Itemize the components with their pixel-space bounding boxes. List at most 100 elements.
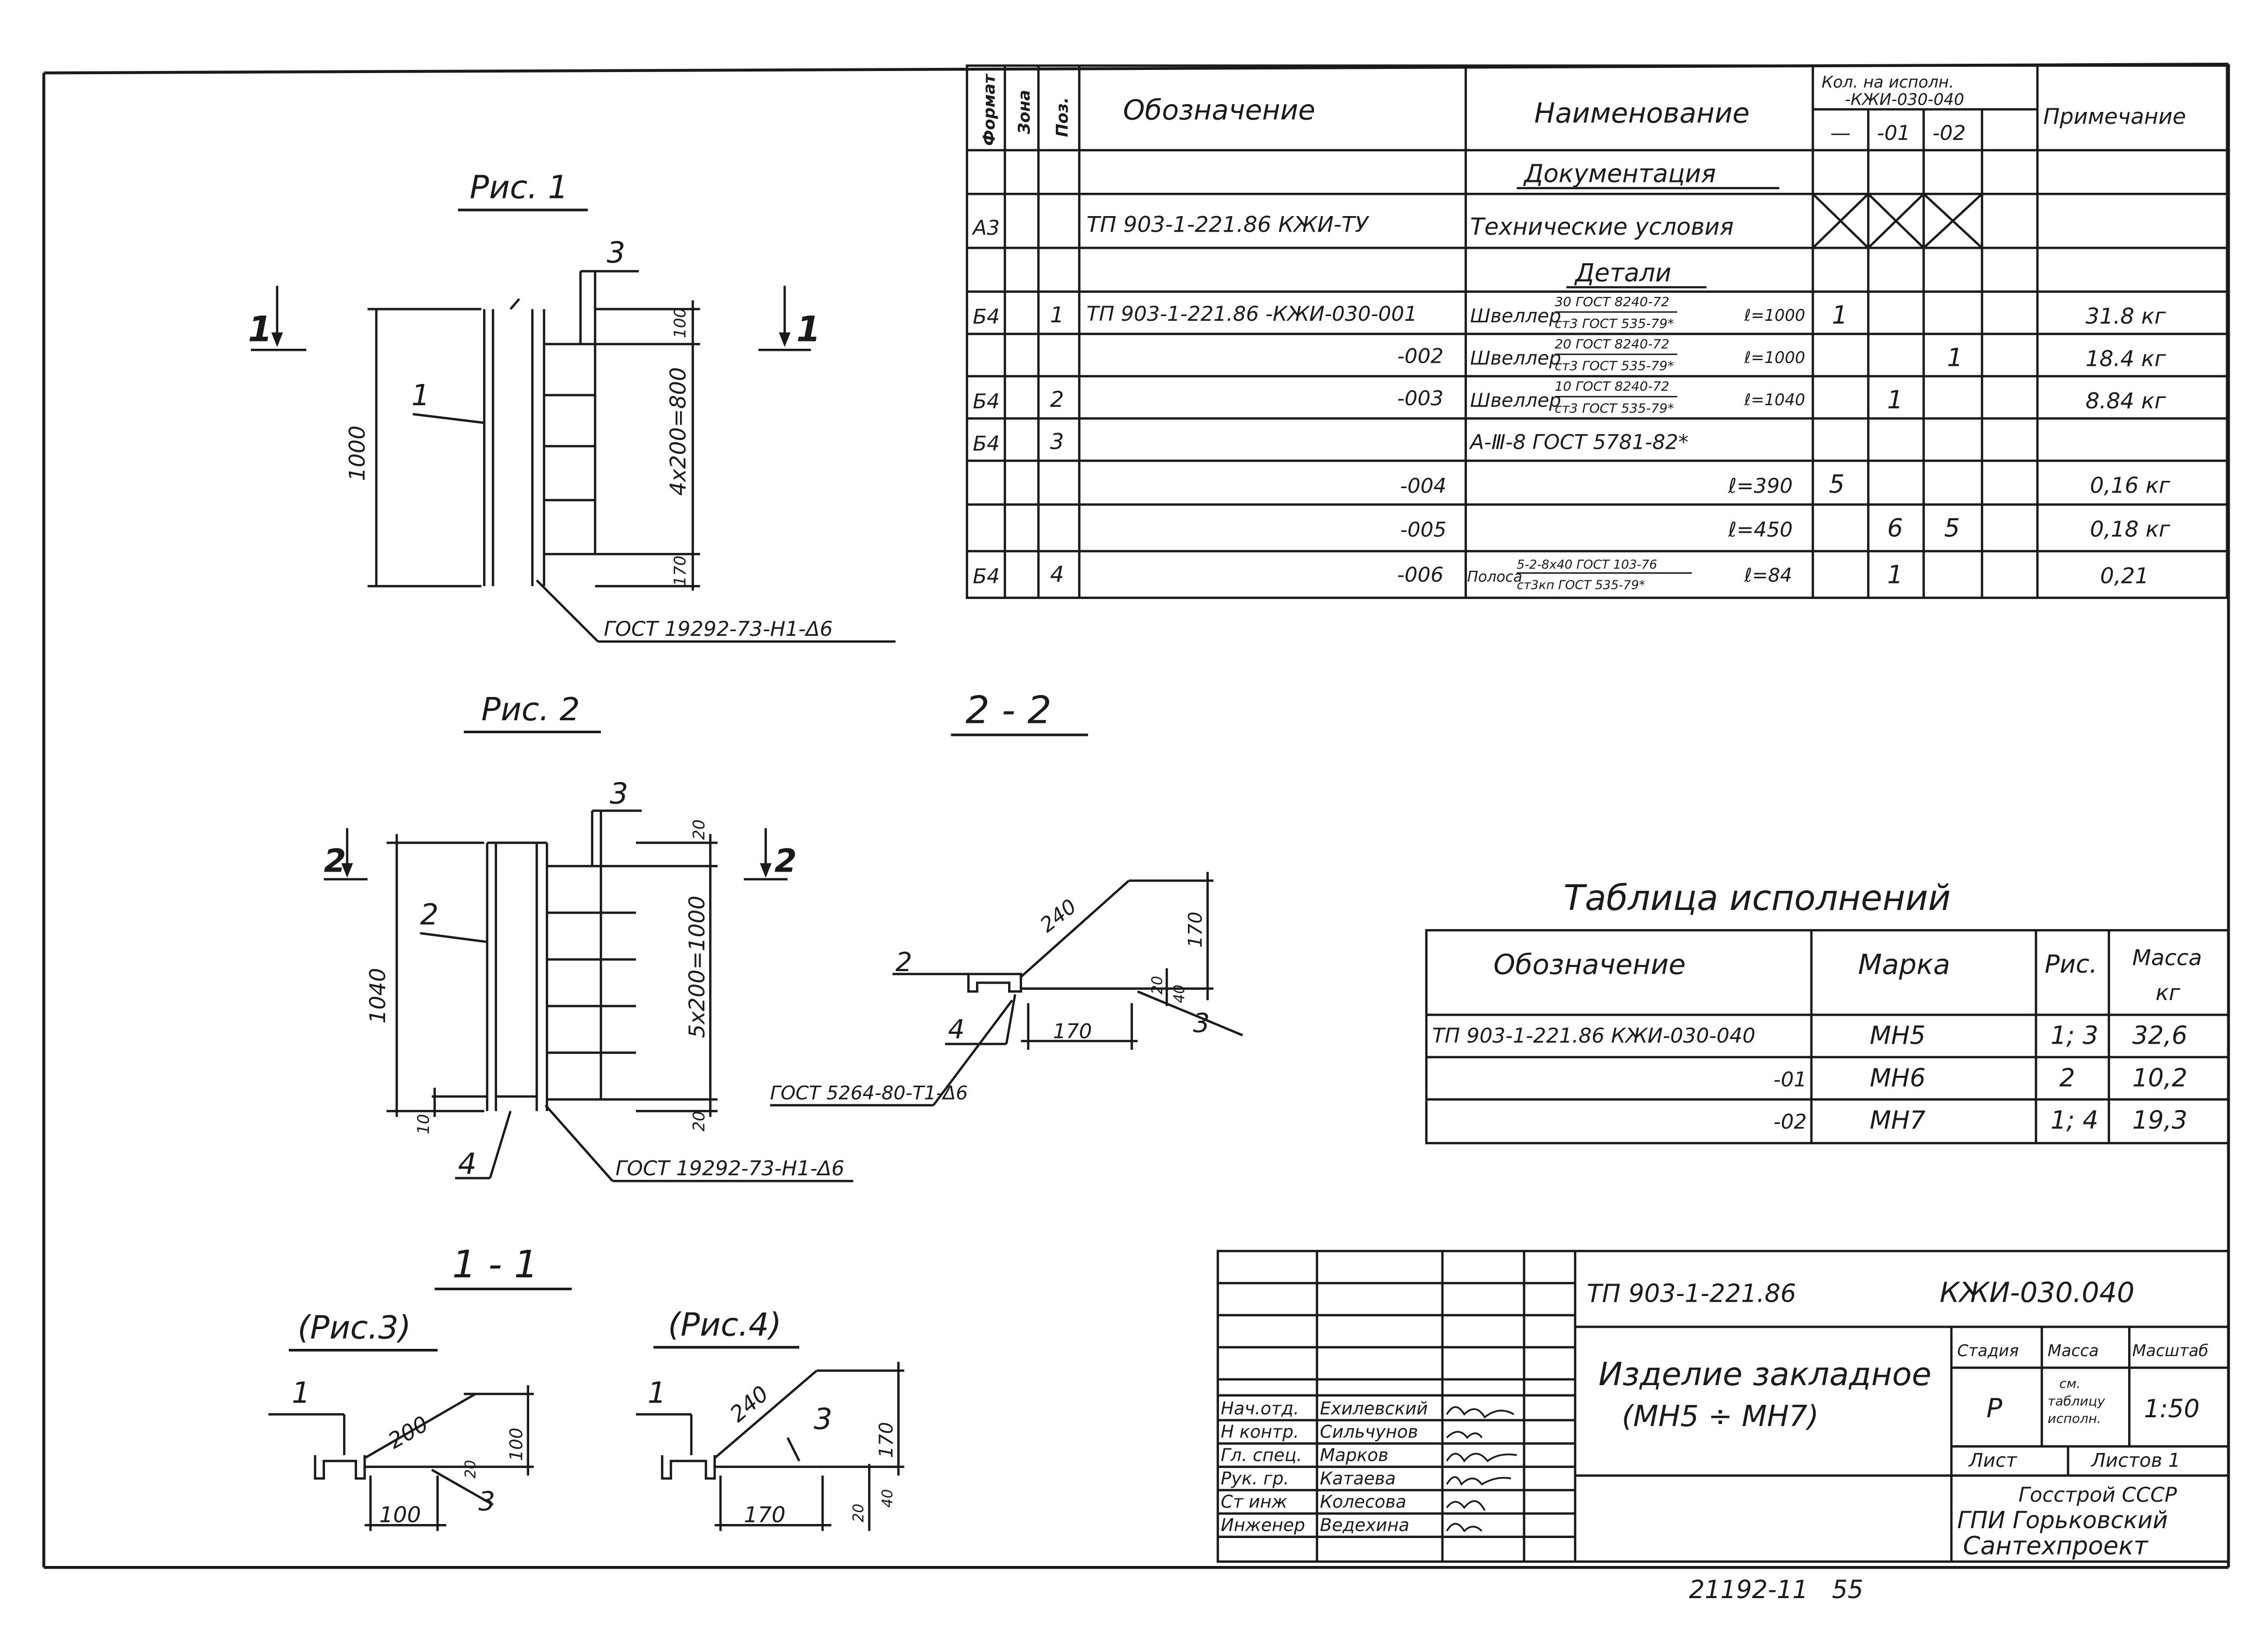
stamp-sheet-label: Лист bbox=[1968, 1449, 2018, 1472]
signer-name: Катаева bbox=[1320, 1468, 1396, 1488]
figure-3-title: (Рис.3) bbox=[298, 1309, 411, 1346]
cut-marker-1-right: 1 bbox=[796, 308, 820, 349]
dim-240: 240 bbox=[725, 1381, 773, 1427]
signatures bbox=[1446, 1406, 1517, 1533]
row-length: ℓ=450 bbox=[1728, 518, 1792, 542]
dim-20: 20 bbox=[462, 1460, 479, 1478]
row-name: Технические условия bbox=[1470, 213, 1734, 240]
pos-4-label: 4 bbox=[948, 1014, 965, 1044]
dim-offset-10: 10 bbox=[414, 1114, 433, 1134]
spec-header-qty-2: -01 bbox=[1877, 121, 1910, 145]
row-format: Б4 bbox=[973, 390, 1000, 414]
pos-1-label: 1 bbox=[292, 1376, 310, 1410]
pos-3-label: 3 bbox=[1193, 1008, 1210, 1038]
variant-designation: -01 bbox=[1774, 1067, 1807, 1091]
row-pos: 1 bbox=[1050, 302, 1064, 327]
dim-20: 20 bbox=[850, 1504, 867, 1522]
pos-4-label: 4 bbox=[458, 1147, 477, 1181]
signer-name: Ехилевский bbox=[1320, 1398, 1428, 1418]
spec-header-qty-code: -КЖИ-030-040 bbox=[1845, 91, 1964, 109]
section-1-1-title: 1 - 1 bbox=[452, 1243, 538, 1287]
row-frac-bottom: ст3 ГОСТ 535-79* bbox=[1555, 316, 1674, 331]
dim-40: 40 bbox=[1171, 985, 1188, 1003]
spec-header-designation: Обозначение bbox=[1123, 94, 1315, 126]
row-length: ℓ=1040 bbox=[1744, 391, 1805, 409]
spec-header-zone: Зона bbox=[1015, 90, 1034, 135]
row-frac-top: 5-2-8х40 ГОСТ 103-76 bbox=[1517, 557, 1657, 572]
spec-header-note: Примечание bbox=[2043, 104, 2186, 129]
spec-header-pos: Поз. bbox=[1053, 97, 1072, 137]
variant-fig: 2 bbox=[2059, 1064, 2075, 1092]
row-designation: -002 bbox=[1397, 345, 1443, 368]
variant-mass: 32,6 bbox=[2132, 1022, 2188, 1050]
row-note: 31.8 кг bbox=[2086, 304, 2167, 329]
pos-3-label: 3 bbox=[607, 236, 626, 269]
row-frac-bottom: ст3кп ГОСТ 535-79* bbox=[1517, 578, 1645, 592]
variants-header-mass: Масса bbox=[2132, 945, 2202, 971]
row-designation: -006 bbox=[1397, 563, 1443, 587]
dim-170-horiz: 170 bbox=[744, 1502, 786, 1528]
dim-height-1040: 1040 bbox=[365, 968, 390, 1023]
footer-number: 21192-11 55 bbox=[1689, 1576, 1863, 1604]
row-format: Б4 bbox=[973, 565, 1000, 589]
variant-fig: 1; 4 bbox=[2050, 1106, 2098, 1135]
figure-4-title: (Рис.4) bbox=[668, 1306, 782, 1343]
stamp-stage: Р bbox=[1986, 1393, 2002, 1423]
dim-170-vert: 170 bbox=[1184, 912, 1207, 948]
spec-header-qty-1: — bbox=[1830, 121, 1850, 145]
dim-170-vert: 170 bbox=[875, 1422, 897, 1458]
pos-2-label: 2 bbox=[420, 898, 438, 932]
cut-marker-1-left: 1 bbox=[248, 308, 272, 349]
pos-1-label: 1 bbox=[412, 379, 430, 412]
row-frac-bottom: ст3 ГОСТ 535-79* bbox=[1555, 358, 1674, 374]
dim-rebar-800: 4х200=800 bbox=[666, 367, 691, 495]
row-frac-top: 30 ГОСТ 8240-72 bbox=[1555, 294, 1669, 309]
signer-role: Инженер bbox=[1221, 1515, 1305, 1535]
row-length: ℓ=84 bbox=[1744, 564, 1792, 587]
dim-rebar-1000: 5х200=1000 bbox=[684, 895, 710, 1038]
spec-header-qty: Кол. на исполн. bbox=[1822, 73, 1954, 92]
signer-role: Рук. гр. bbox=[1221, 1468, 1289, 1488]
stamp-mass-line2: таблицу bbox=[2048, 1393, 2106, 1408]
row-qty: 1 bbox=[1832, 302, 1847, 330]
signer-name: Сильчунов bbox=[1320, 1421, 1418, 1442]
variant-fig: 1; 3 bbox=[2050, 1022, 2098, 1050]
row-note: 18.4 кг bbox=[2086, 346, 2167, 371]
stamp-title-line2: (МН5 ÷ МН7) bbox=[1622, 1400, 1819, 1433]
variant-designation: ТП 903-1-221.86 КЖИ-030-040 bbox=[1432, 1024, 1756, 1048]
row-frac-bottom: ст3 ГОСТ 535-79* bbox=[1555, 400, 1674, 416]
dim-20: 20 bbox=[1149, 976, 1166, 994]
variants-header-mark: Марка bbox=[1858, 948, 1950, 981]
spec-header-name: Наименование bbox=[1534, 96, 1749, 129]
variants-header-fig: Рис. bbox=[2045, 950, 2097, 979]
row-qty: 6 bbox=[1887, 514, 1903, 543]
variant-mark: МН6 bbox=[1870, 1064, 1926, 1092]
row-format: Б4 bbox=[973, 432, 1000, 455]
section-2-2-title: 2 - 2 bbox=[966, 689, 1052, 733]
row-designation: ТП 903-1-221.86 КЖИ-ТУ bbox=[1086, 211, 1369, 237]
variant-mark: МН7 bbox=[1870, 1106, 1926, 1135]
cut-marker-2-right: 2 bbox=[774, 843, 797, 880]
variants-title: Таблица исполнений bbox=[1563, 877, 1950, 918]
dim-bottom-170: 170 bbox=[671, 556, 690, 586]
variants-header-mass-unit: кг bbox=[2156, 980, 2181, 1005]
stamp-mass: см. bbox=[2059, 1376, 2080, 1391]
signer-role: Нач.отд. bbox=[1221, 1398, 1299, 1418]
stamp-scale-header: Масштаб bbox=[2132, 1342, 2209, 1360]
figure-2: Рис. 2 bbox=[324, 691, 854, 1183]
row-designation: -004 bbox=[1400, 474, 1446, 498]
weld-note-1: ГОСТ 19292-73-Н1-Δ6 bbox=[604, 617, 833, 641]
stamp-org-1: Госстрой СССР bbox=[2018, 1483, 2177, 1507]
row-note: 8.84 кг bbox=[2086, 388, 2167, 414]
signer-role: Ст инж bbox=[1221, 1491, 1287, 1512]
dim-200: 200 bbox=[384, 1411, 432, 1454]
dim-height-1000: 1000 bbox=[345, 425, 370, 481]
stamp-title-line1: Изделие закладное bbox=[1598, 1356, 1932, 1393]
variant-mass: 19,3 bbox=[2132, 1106, 2188, 1135]
row-length: ℓ=390 bbox=[1728, 474, 1792, 498]
pos-2-label: 2 bbox=[896, 947, 912, 977]
dim-170-horiz: 170 bbox=[1053, 1019, 1092, 1043]
signer-role: Н контр. bbox=[1221, 1421, 1299, 1442]
row-note: 0,21 bbox=[2100, 563, 2149, 589]
